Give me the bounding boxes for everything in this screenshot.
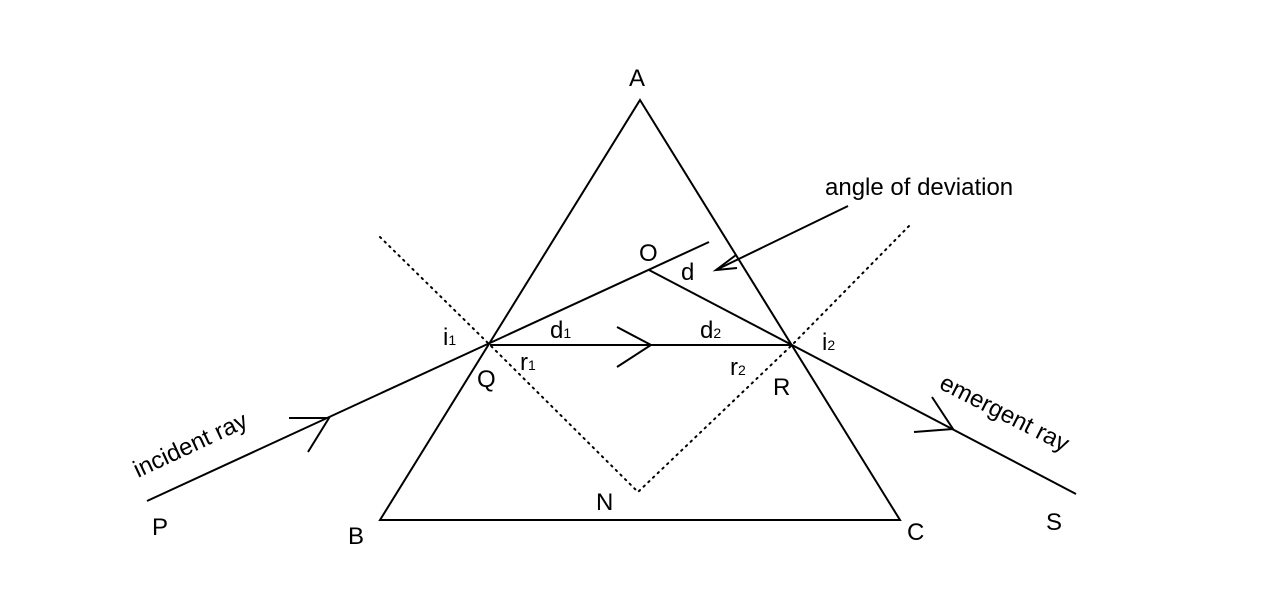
point-O: O [639,240,658,267]
vertex-A: A [629,65,645,92]
point-P: P [152,514,168,541]
angle-r1: r1 [520,349,536,376]
angle-of-deviation-label: angle of deviation [825,174,1013,201]
point-R: R [773,374,790,401]
incident-ray-line [146,241,710,502]
angle-d2: d2 [700,317,721,344]
deviation-pointer-line [715,205,849,271]
point-Q: Q [477,366,496,393]
angle-d: d [681,259,694,286]
vertex-B: B [348,523,364,550]
angle-r2: r2 [730,354,746,381]
point-S: S [1046,509,1062,536]
emergent-ray-label: emergent ray [935,369,1073,457]
angle-i1: i1 [443,324,456,351]
deviation-arrow-icon [712,254,738,272]
emergent-arrow-icon [913,396,955,433]
refracted-arrow-icon [616,326,653,368]
emergent-ray-line [648,269,1077,495]
incident-ray-label: incident ray [129,407,252,483]
vertex-C: C [907,519,924,546]
angle-d1: d1 [550,317,571,344]
incident-arrow-icon [289,417,331,453]
point-N: N [596,489,613,516]
angle-i2: i2 [822,329,835,356]
normal-lines [379,224,911,494]
prism-triangle [378,98,902,521]
